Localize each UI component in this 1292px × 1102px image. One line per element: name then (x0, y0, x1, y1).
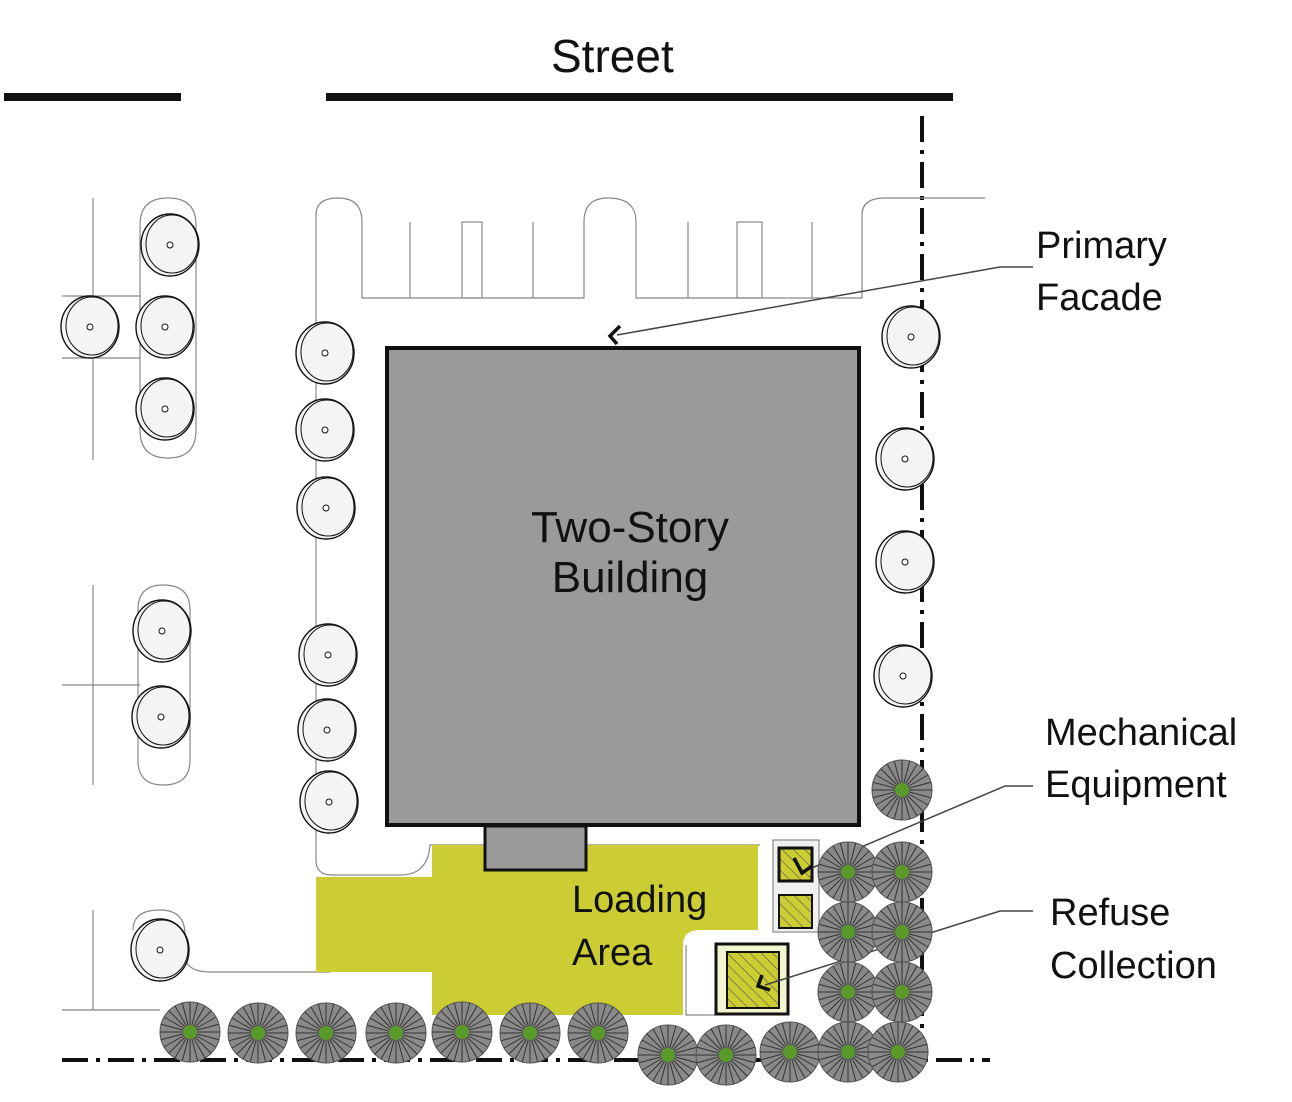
tree-symbol (135, 295, 195, 359)
loading-area-label-line1: Loading (572, 879, 708, 921)
building-annex (483, 824, 588, 872)
shrub-symbol (871, 759, 933, 821)
building-label-line1: Two-Story (530, 503, 730, 552)
mechanical-label-line2: Equipment (1045, 764, 1227, 806)
tree-symbol (873, 644, 933, 708)
left-parking-islands (62, 197, 330, 1011)
shrub-symbol (567, 1002, 629, 1064)
shrub-symbol (637, 1024, 699, 1086)
tree-symbol (295, 398, 355, 462)
shrub-symbol (817, 1021, 879, 1083)
shrub-symbol (227, 1002, 289, 1064)
street-label: Street (551, 30, 674, 82)
primary-facade-label-line2: Facade (1036, 277, 1163, 319)
loading-area (316, 845, 758, 1015)
mechanical-unit-2 (778, 894, 813, 929)
shrub-symbol (867, 1021, 929, 1083)
tree-symbol (295, 321, 355, 385)
tree-symbol (140, 213, 200, 277)
shrubs (159, 759, 933, 1086)
loading-area-label-line2: Area (572, 932, 653, 974)
tree-symbol (132, 599, 192, 663)
tree-symbol (296, 476, 356, 540)
shrub-symbol (871, 841, 933, 903)
tree-symbol (875, 427, 935, 491)
shrub-symbol (817, 841, 879, 903)
tree-symbol (299, 770, 359, 834)
arrow-marks (607, 324, 814, 992)
building-label-line2: Building (551, 553, 709, 602)
shrub-symbol (817, 961, 879, 1023)
shrub-symbol (817, 901, 879, 963)
refuse-label-line2: Collection (1050, 945, 1217, 987)
refuse-label-line1: Refuse (1050, 892, 1171, 934)
shrub-symbol (759, 1021, 821, 1083)
shrub-symbol (871, 961, 933, 1023)
mechanical-label-line1: Mechanical (1045, 712, 1238, 754)
refuse-container (726, 951, 780, 1009)
shrub-symbol (695, 1024, 757, 1086)
shrub-symbol (295, 1002, 357, 1064)
tree-symbol (60, 295, 120, 359)
building (385, 346, 861, 827)
shrub-symbol (431, 1001, 493, 1063)
tree-symbol (875, 530, 935, 594)
shrub-symbol (499, 1002, 561, 1064)
tree-symbol (297, 698, 357, 762)
shrub-symbol (871, 901, 933, 963)
tree-symbol (298, 623, 358, 687)
tree-symbol (130, 918, 190, 982)
shrub-symbol (159, 1001, 221, 1063)
trees (60, 213, 941, 982)
shrub-symbol (365, 1002, 427, 1064)
primary-facade-label-line1: Primary (1036, 225, 1167, 267)
tree-symbol (135, 377, 195, 441)
tree-symbol (881, 305, 941, 369)
tree-symbol (131, 685, 191, 749)
